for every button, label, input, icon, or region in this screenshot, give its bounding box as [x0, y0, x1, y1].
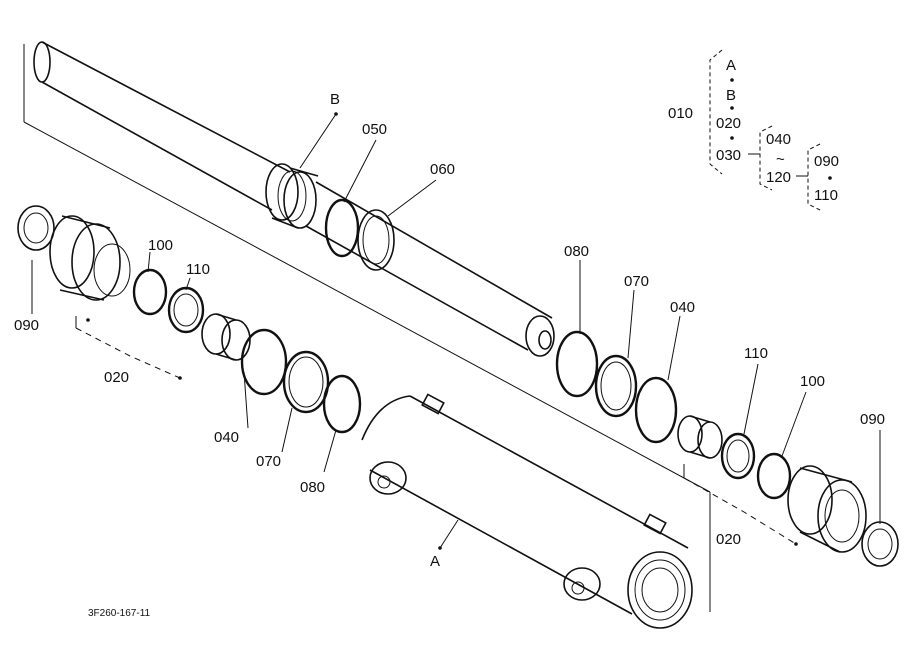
callout-070-left: 070 — [256, 453, 281, 470]
callout-040-left: 040 — [214, 429, 239, 446]
legend-120: 120 — [766, 169, 791, 186]
left-seals — [132, 268, 362, 434]
callout-080-right: 080 — [564, 243, 589, 260]
callout-060: 060 — [430, 161, 455, 178]
legend-010: 010 — [668, 105, 693, 122]
leader-lines — [31, 112, 881, 550]
callout-a-rod: B — [330, 91, 340, 108]
callout-110-left: 110 — [186, 261, 210, 278]
legend-020: 020 — [716, 115, 741, 132]
callout-080-left: 080 — [300, 479, 325, 496]
piston-rod — [33, 41, 555, 357]
parts-legend: 010 A B 020 030 040 ~ 120 090 110 — [668, 49, 839, 211]
legend-110: 110 — [814, 187, 838, 204]
legend-a: A — [726, 57, 736, 74]
callout-020-left: 020 — [104, 369, 129, 386]
legend-tilde: ~ — [776, 151, 785, 168]
callout-100-right: 100 — [800, 373, 825, 390]
callout-090-right: 090 — [860, 411, 885, 428]
right-gland — [787, 465, 899, 567]
callout-070-right: 070 — [624, 273, 649, 290]
legend-040: 040 — [766, 131, 791, 148]
callout-090-left: 090 — [14, 317, 39, 334]
callout-110-right: 110 — [744, 345, 768, 362]
group-020-brackets — [75, 316, 798, 546]
assembly-outline — [23, 44, 711, 612]
callout-040-right: 040 — [670, 299, 695, 316]
legend-030: 030 — [716, 147, 741, 164]
legend-090: 090 — [814, 153, 839, 170]
figure-code: 3F260-167-11 — [88, 608, 151, 619]
callout-100-left: 100 — [148, 237, 173, 254]
piston-seals — [324, 198, 395, 271]
legend-b: B — [726, 87, 736, 104]
callout-020-right: 020 — [716, 531, 741, 548]
callout-labels: B 050 060 080 070 040 110 100 090 020 09… — [14, 91, 885, 570]
callout-050: 050 — [362, 121, 387, 138]
cylinder-tube — [361, 393, 693, 629]
callout-a-tube: A — [430, 553, 440, 570]
right-seals — [555, 330, 792, 500]
left-gland — [17, 205, 131, 301]
